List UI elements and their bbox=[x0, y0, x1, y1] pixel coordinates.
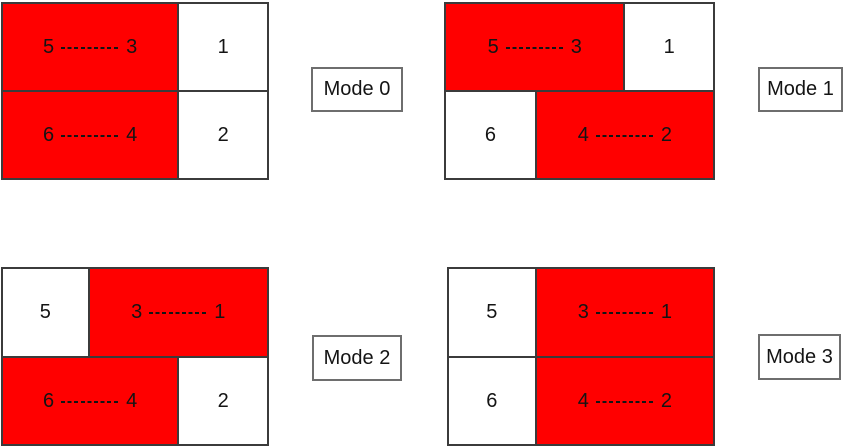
dashed-connector bbox=[61, 135, 120, 137]
cell-number: 5 bbox=[39, 301, 51, 324]
cell-number: 4 bbox=[577, 124, 589, 146]
cell-number: 3 bbox=[126, 36, 138, 58]
cell-number: 2 bbox=[217, 389, 229, 412]
cell-2: 2 bbox=[179, 357, 267, 444]
mode-2-label: Mode 2 bbox=[323, 346, 391, 369]
mode-0-label: Mode 0 bbox=[323, 78, 391, 100]
cell-number: 3 bbox=[131, 301, 143, 324]
cell-5: 5 bbox=[3, 269, 90, 356]
mode-3-label: Mode 3 bbox=[766, 345, 833, 368]
cell-number: 5 bbox=[486, 301, 498, 324]
dashed-connector bbox=[595, 312, 654, 315]
mode-1-label-box: Mode 1 bbox=[758, 67, 843, 112]
cell-1: 1 bbox=[179, 4, 267, 90]
cell-6: 6 bbox=[446, 92, 537, 178]
cell-5: 5 bbox=[449, 269, 537, 356]
dashed-connector bbox=[505, 47, 564, 49]
cell-number: 4 bbox=[126, 389, 138, 412]
cell-number: 1 bbox=[663, 36, 675, 58]
cell-number: 3 bbox=[577, 301, 589, 324]
cell-number: 6 bbox=[43, 389, 55, 412]
cell-number: 6 bbox=[484, 124, 496, 146]
cell-1: 1 bbox=[625, 4, 713, 90]
cell-6: 6 bbox=[449, 357, 537, 444]
cell-number: 1 bbox=[217, 36, 229, 58]
cell-number: 1 bbox=[214, 301, 226, 324]
cell-number: 5 bbox=[487, 36, 499, 58]
dashed-connector bbox=[149, 312, 208, 315]
dashed-connector bbox=[61, 400, 120, 403]
dashed-connector bbox=[61, 47, 120, 49]
mode-2-label-box: Mode 2 bbox=[312, 335, 402, 381]
cell-number: 2 bbox=[217, 124, 229, 146]
cell-number: 5 bbox=[43, 36, 55, 58]
cell-number: 6 bbox=[43, 124, 55, 146]
cell-number: 3 bbox=[570, 36, 582, 58]
cell-number: 2 bbox=[660, 389, 672, 412]
dashed-connector bbox=[595, 400, 654, 403]
cell-number: 2 bbox=[660, 124, 672, 146]
cell-number: 4 bbox=[126, 124, 138, 146]
cell-number: 4 bbox=[577, 389, 589, 412]
cell-number: 6 bbox=[486, 389, 498, 412]
cell-2: 2 bbox=[179, 92, 267, 178]
mode-0-label-box: Mode 0 bbox=[311, 67, 403, 112]
dashed-connector bbox=[595, 135, 654, 137]
mode-1-label: Mode 1 bbox=[767, 78, 834, 100]
cell-number: 1 bbox=[660, 301, 672, 324]
mode-3-label-box: Mode 3 bbox=[758, 334, 841, 380]
